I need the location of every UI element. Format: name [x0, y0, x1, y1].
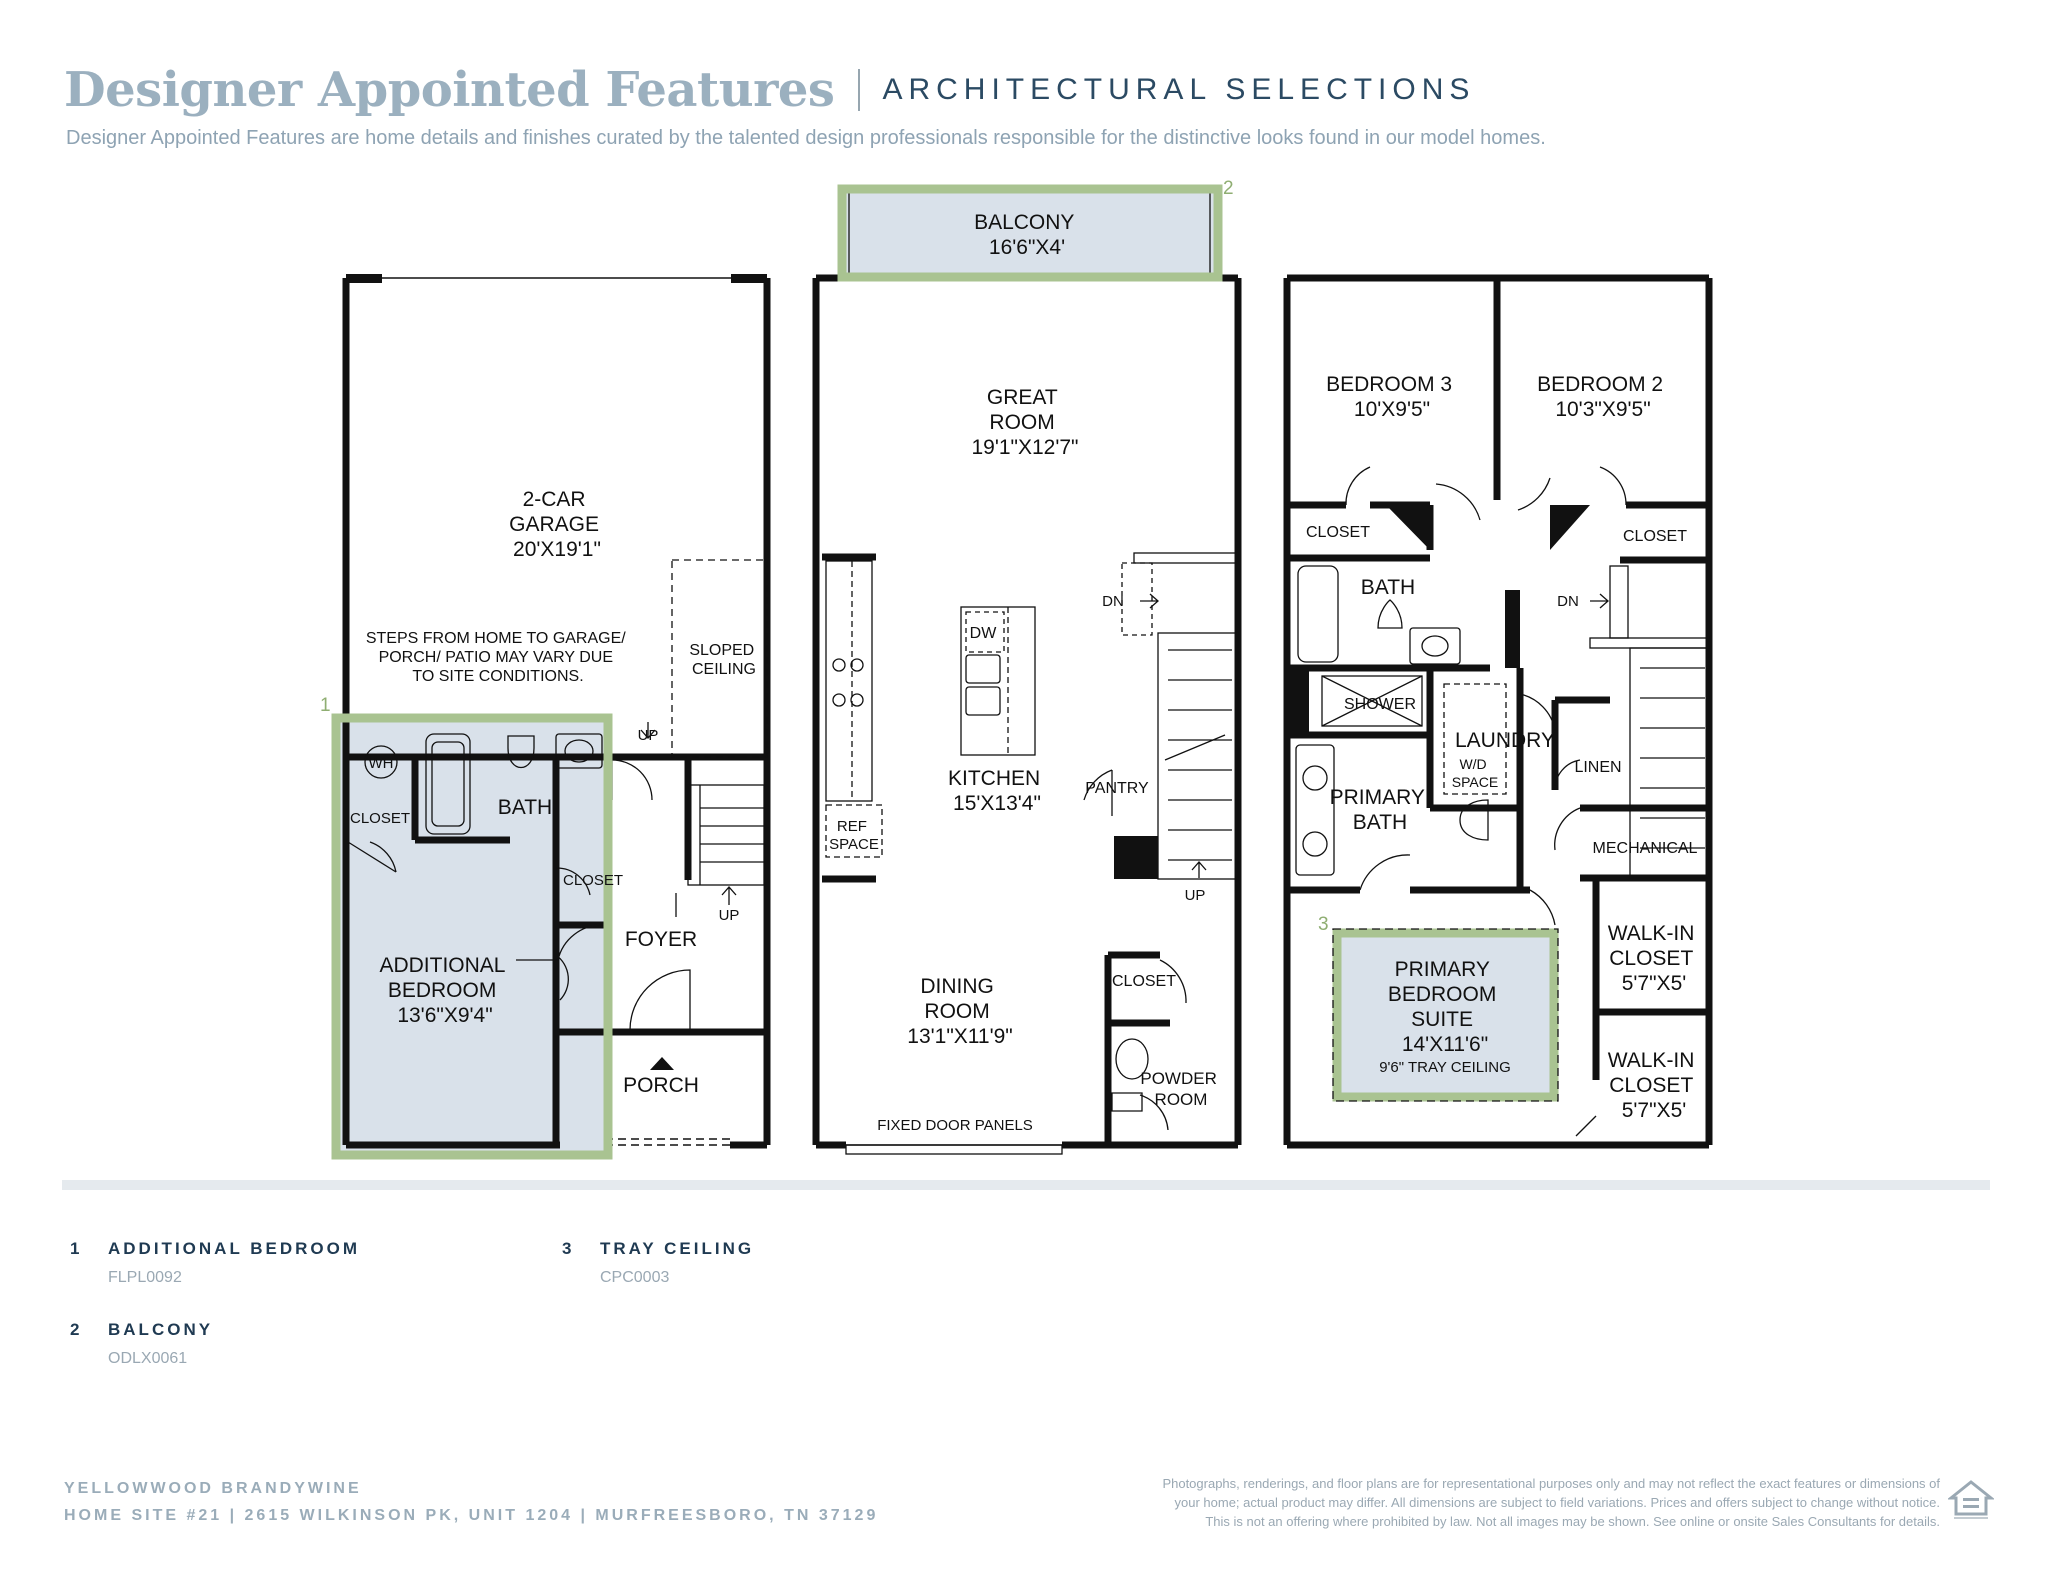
- entry-arrow-icon: [650, 1057, 674, 1070]
- additional-bedroom-highlight: [331, 713, 613, 1160]
- floor-2-plan: BALCONY 16'6"X4' GREAT ROOM 19'1"X12'7" …: [812, 178, 1242, 1155]
- laundry-label: LAUNDRY: [1455, 729, 1555, 752]
- toilet-icon: [507, 735, 535, 768]
- wd-space: [1443, 683, 1507, 795]
- up-label-2: UP: [719, 907, 740, 924]
- option-name: TRAY CEILING: [600, 1239, 755, 1258]
- balcony-label: BALCONY 16'6"X4': [974, 211, 1080, 259]
- page-tagline: Designer Appointed Features are home det…: [66, 127, 1546, 149]
- steps-note: STEPS FROM HOME TO GARAGE/ PORCH/ PATIO …: [366, 630, 630, 685]
- primary-suite-label: PRIMARY BEDROOM SUITE 14'X11'6": [1388, 958, 1502, 1056]
- option-number: 3: [562, 1239, 572, 1258]
- bathtub-icon: [425, 733, 471, 835]
- dishwasher: [965, 611, 1005, 653]
- wh-label: WH: [369, 755, 394, 772]
- closet-a-label: CLOSET: [1306, 524, 1370, 541]
- ref-space: [825, 804, 883, 858]
- garage-label: 2-CAR GARAGE 20'X19'1": [509, 488, 605, 561]
- option-name: BALCONY: [108, 1320, 214, 1339]
- home-site-address: HOME SITE #21 | 2615 WILKINSON PK, UNIT …: [64, 1507, 879, 1524]
- closet-label: CLOSET: [350, 810, 410, 827]
- up-label-1: UP: [638, 727, 659, 744]
- sloped-ceiling-label: SLOPED CEILING: [689, 642, 758, 678]
- callout-1: 1: [320, 695, 331, 716]
- equal-housing-opportunity-icon: [1948, 1480, 1994, 1519]
- page-header: Designer Appointed Features ARCHITECTURA…: [64, 62, 1475, 118]
- floor-1-plan: 2-CAR GARAGE 20'X19'1" STEPS FROM HOME T…: [320, 274, 771, 1160]
- foyer-label: FOYER: [625, 928, 697, 951]
- toilet-icon: [1377, 599, 1403, 629]
- section-divider: [62, 1180, 1990, 1190]
- wd-space-label: W/D SPACE: [1452, 756, 1498, 790]
- dw-label: DW: [970, 625, 998, 642]
- floor-plan-diagram: 2-CAR GARAGE 20'X19'1" STEPS FROM HOME T…: [320, 178, 1713, 1160]
- option-number: 2: [70, 1320, 80, 1339]
- closet-2-label: CLOSET: [563, 872, 623, 889]
- sink-icon: [965, 654, 1001, 684]
- shower-label: SHOWER: [1344, 696, 1416, 713]
- bathtub-icon: [1297, 565, 1339, 663]
- option-code: FLPL0092: [108, 1269, 182, 1286]
- option-code: ODLX0061: [108, 1350, 188, 1367]
- kitchen-island: [960, 606, 1036, 756]
- primary-suite-fill: [1337, 933, 1554, 1097]
- dn-label: DN: [1557, 593, 1579, 610]
- mechanical-label: MECHANICAL: [1593, 840, 1698, 857]
- title-divider: [858, 69, 861, 111]
- additional-bedroom-label: ADDITIONAL BEDROOM 13'6"X9'4": [379, 954, 510, 1027]
- closet-label: CLOSET: [1112, 973, 1176, 990]
- option-name: ADDITIONAL BEDROOM: [108, 1239, 361, 1258]
- sink-icon: [1409, 627, 1461, 665]
- callout-2: 2: [1223, 178, 1234, 199]
- porch-label: PORCH: [623, 1074, 699, 1097]
- pantry-label: PANTRY: [1085, 780, 1149, 797]
- primary-suite-highlight: [1332, 928, 1559, 1102]
- bedroom-2-label: BEDROOM 2 10'3"X9'5": [1537, 373, 1669, 421]
- tray-ceiling-outline: [1332, 928, 1559, 1102]
- up-label: UP: [1185, 887, 1206, 904]
- option-code: CPC0003: [600, 1269, 670, 1286]
- dining-room-label: DINING ROOM 13'1"X11'9": [907, 975, 1012, 1048]
- additional-bedroom-fill: [336, 718, 608, 1155]
- closet-b-label: CLOSET: [1623, 528, 1687, 545]
- kitchen-counter: [825, 560, 873, 802]
- walk-in-closet-2-label: WALK-IN CLOSET 5'7"X5': [1608, 1049, 1701, 1122]
- bath-label: BATH: [498, 796, 552, 819]
- walk-in-closet-1-label: WALK-IN CLOSET 5'7"X5': [1608, 922, 1701, 995]
- balcony-highlight: [837, 184, 1223, 282]
- community-name: YELLOWWOOD BRANDYWINE: [64, 1480, 362, 1497]
- shower-icon: [1321, 675, 1423, 727]
- stair-arrow-icon: [640, 722, 656, 739]
- fixed-door-panels-label: FIXED DOOR PANELS: [877, 1117, 1033, 1134]
- callout-3: 3: [1318, 914, 1329, 935]
- option-number: 1: [70, 1239, 80, 1258]
- ref-space-label: REF SPACE: [829, 818, 879, 853]
- legal-disclaimer: Photographs, renderings, and floor plans…: [1162, 1476, 1940, 1529]
- kitchen-label: KITCHEN 15'X13'4": [948, 767, 1046, 815]
- bedroom-3-label: BEDROOM 3 10'X9'5": [1326, 373, 1458, 421]
- bath-label: BATH: [1361, 576, 1415, 599]
- water-heater-icon: [364, 745, 398, 779]
- linen-label: LINEN: [1574, 759, 1621, 776]
- great-room-label: GREAT ROOM 19'1"X12'7": [971, 386, 1078, 459]
- page-subtitle: ARCHITECTURAL SELECTIONS: [882, 73, 1476, 106]
- balcony-fill: [842, 189, 1218, 277]
- powder-room-label: POWDER ROOM: [1140, 1069, 1221, 1109]
- tray-ceiling-label: 9'6" TRAY CEILING: [1379, 1059, 1511, 1076]
- sink-icon: [555, 733, 603, 769]
- sloped-ceiling-zone: [671, 559, 768, 758]
- page-title: Designer Appointed Features: [64, 62, 835, 118]
- floor-3-plan: BEDROOM 3 10'X9'5" BEDROOM 2 10'3"X9'5" …: [1283, 274, 1713, 1149]
- toilet-icon: [1115, 1038, 1149, 1080]
- dn-label: DN: [1102, 593, 1124, 610]
- primary-bath-label: PRIMARY BATH: [1330, 786, 1431, 834]
